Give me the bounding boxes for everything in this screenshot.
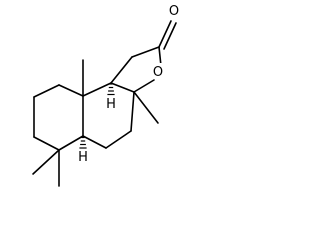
atom-label-hydrogen-5a: H: [78, 150, 88, 165]
bond-c9b-c3a: [110, 82, 135, 93]
bond-c7-c6: [33, 136, 60, 151]
bond-c3a-methyl: [133, 91, 159, 124]
bond-c5-c5a: [82, 135, 107, 149]
bond-c3a-c4: [130, 91, 135, 132]
bond-carbonyl-double-2: [163, 22, 177, 50]
bond-c9a-c9: [58, 84, 84, 97]
atom-label-ring-oxygen: O: [153, 65, 163, 80]
bond-c4-c5: [105, 130, 132, 149]
bond-c1-c2: [131, 46, 160, 58]
bond-carbonyl-double-1: [158, 20, 172, 48]
bond-c6-c5a: [58, 135, 84, 151]
bond-c2-o-ring: [158, 46, 162, 67]
bond-c1-c9b: [110, 56, 133, 84]
bond-c9-c8: [33, 84, 60, 98]
hash-bond-c9b-h: [107, 83, 115, 96]
atom-label-hydrogen-9b: H: [106, 97, 116, 112]
bond-c9a-c9b: [82, 82, 112, 97]
bond-o-ring-c3a: [133, 79, 155, 93]
atom-label-carbonyl-oxygen: O: [169, 4, 179, 19]
bond-c6-methyl-a: [32, 149, 60, 175]
hash-bond-c5a-h: [79, 136, 87, 149]
molecule-structure-diagram: O O H H: [32, 2, 181, 187]
